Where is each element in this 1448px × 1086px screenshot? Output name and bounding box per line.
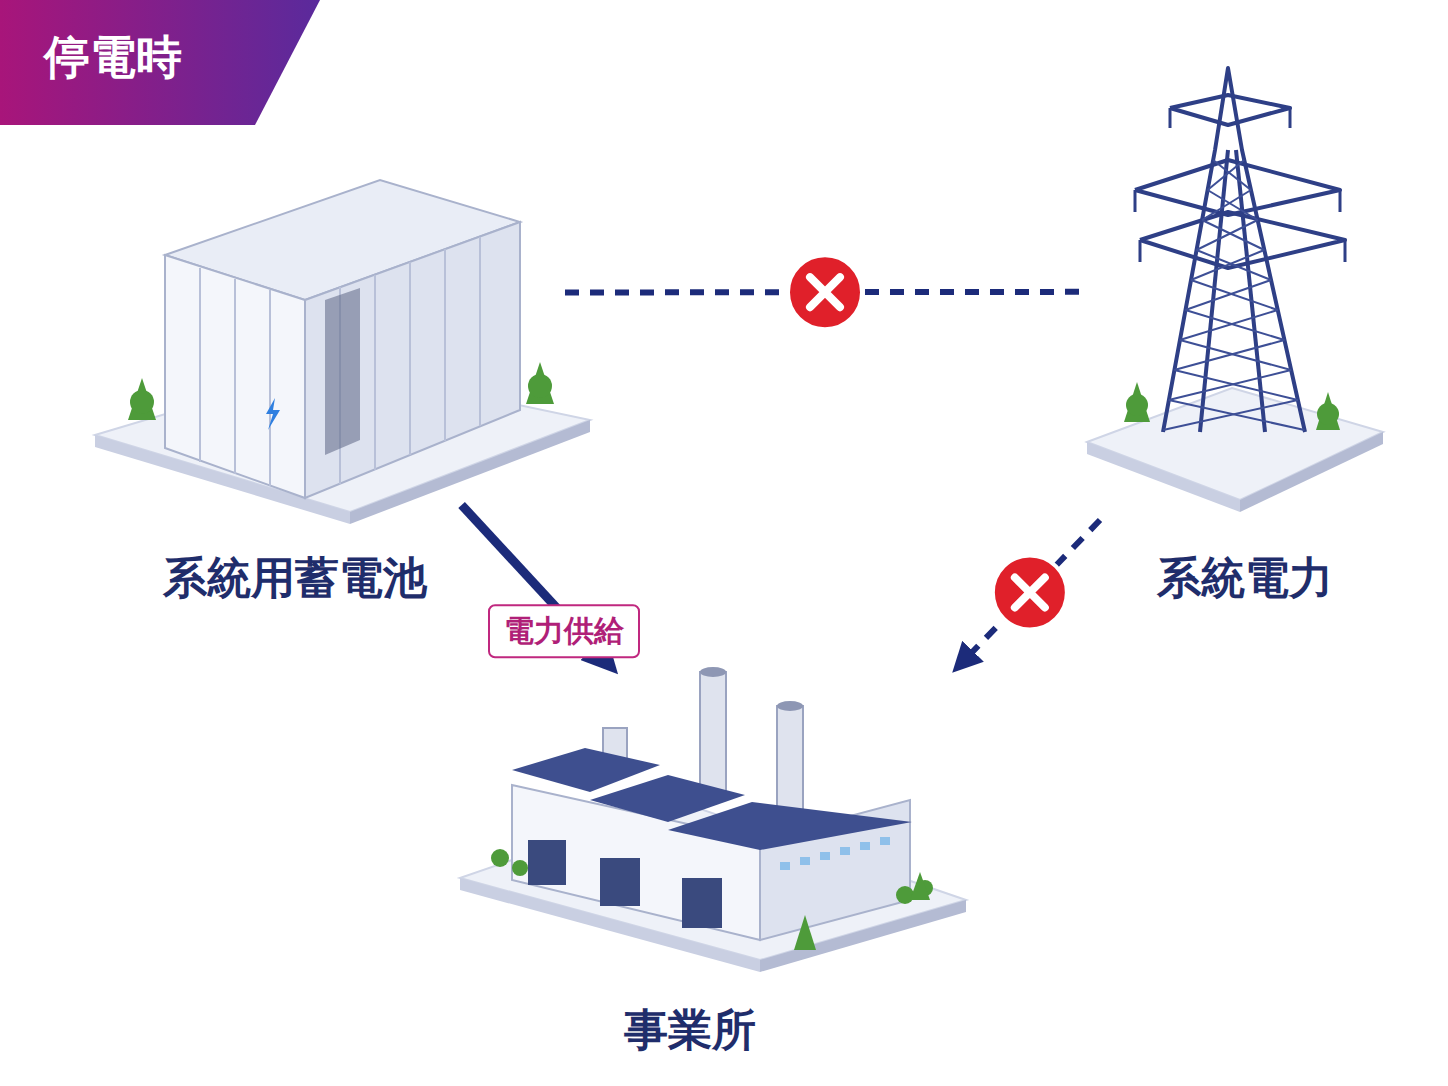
title: 停電時 — [44, 30, 182, 85]
node-label: 系統用蓄電池 — [163, 552, 427, 605]
blocked-mark — [788, 255, 862, 329]
edge-label: 電力供給 — [488, 604, 640, 658]
battery-container-illustration — [95, 165, 565, 505]
node-label: 系統電力 — [1157, 552, 1333, 605]
transmission-tower-illustration — [1085, 60, 1385, 520]
factory-illustration — [455, 665, 970, 970]
node-label: 事業所 — [624, 1004, 756, 1057]
battery-node: 系統用蓄電池 — [95, 165, 565, 505]
grid-node: 系統電力 — [1085, 60, 1385, 520]
blocked-mark — [993, 556, 1067, 630]
site-node: 事業所 — [455, 665, 970, 970]
dashed-connector — [960, 520, 1100, 665]
